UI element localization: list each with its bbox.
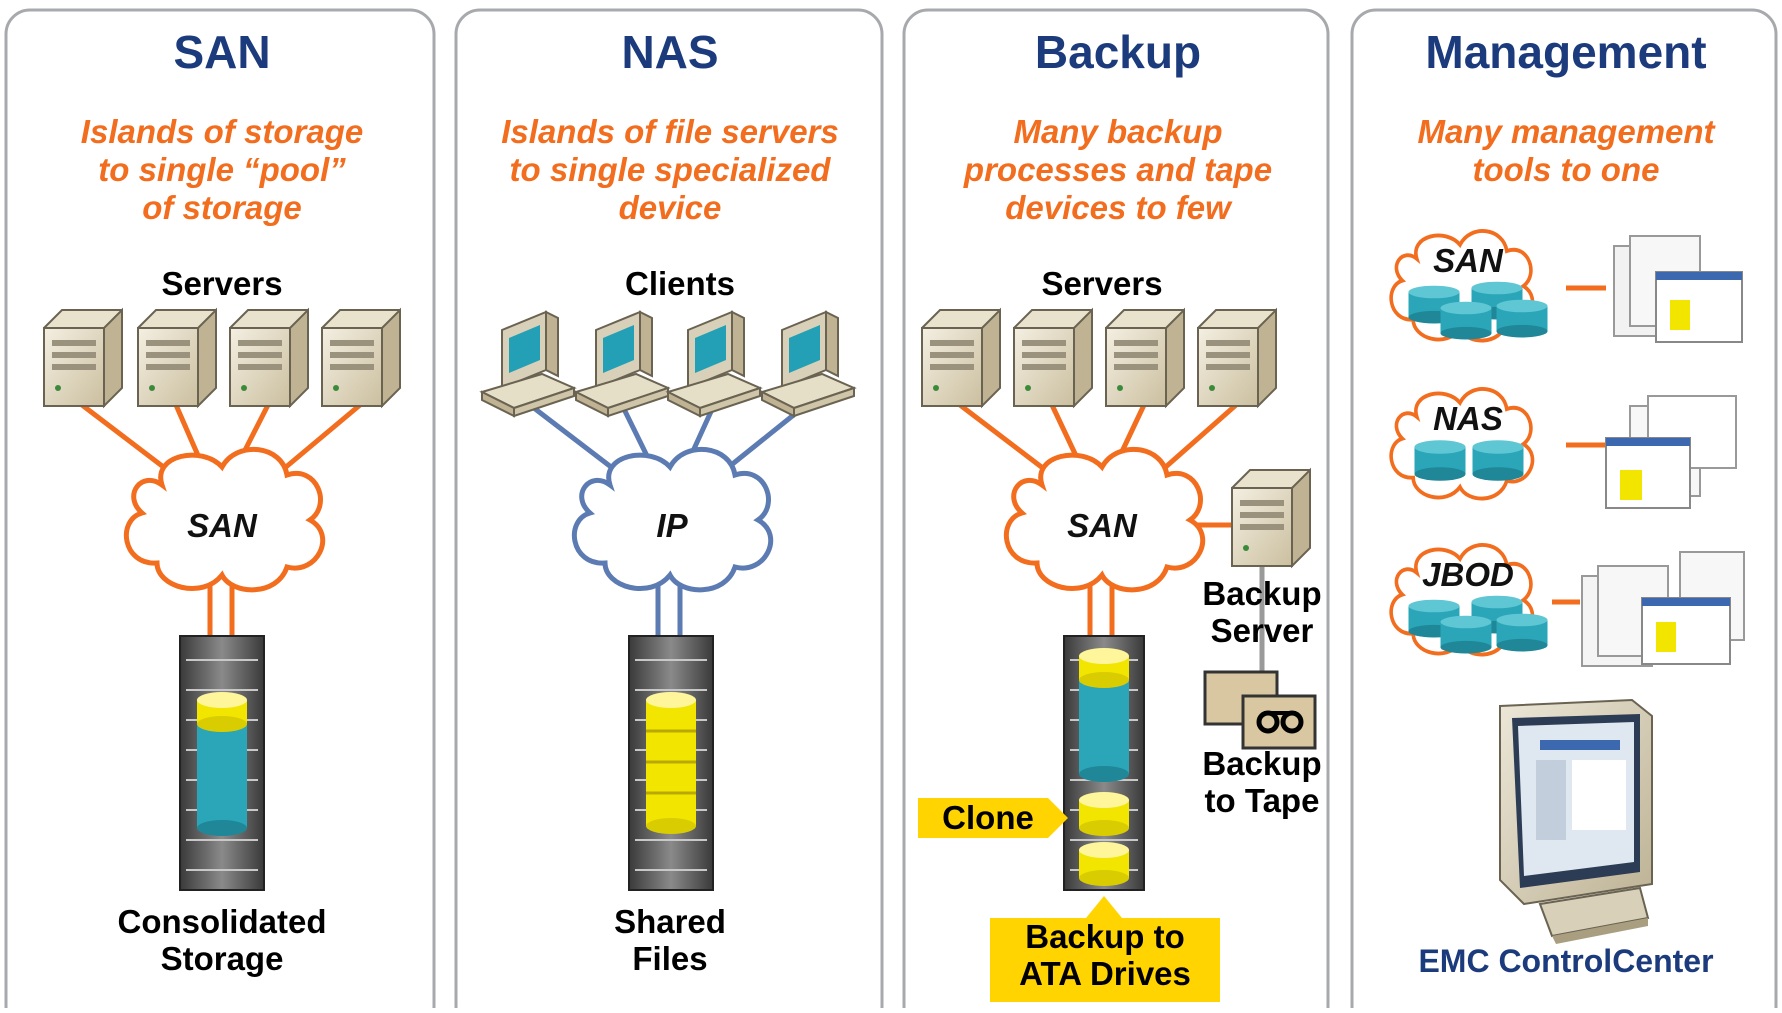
server-icon	[921, 309, 1001, 407]
panel-title: Backup	[1035, 26, 1201, 78]
clients-label: Clients	[625, 265, 735, 302]
panel-subtitle-line: Islands of storage	[81, 113, 363, 150]
cloud-label: IP	[656, 507, 688, 544]
server-icon	[321, 309, 401, 407]
backup-server-label: Server	[1211, 612, 1314, 649]
storage-label: Storage	[161, 940, 284, 977]
server-icon	[1105, 309, 1185, 407]
panel-nas: NAS Islands of file servers to single sp…	[481, 26, 855, 977]
backup-tape-label: Backup	[1202, 745, 1321, 782]
panel-subtitle-line: Many backup	[1013, 113, 1222, 150]
server-icon	[229, 309, 309, 407]
backup-server-icon	[1231, 469, 1311, 567]
cloud-label: SAN	[1067, 507, 1138, 544]
ata-disk-icon	[1079, 842, 1129, 886]
product-label: EMC ControlCenter	[1418, 943, 1713, 979]
client-workstation-icon	[575, 311, 669, 417]
client-workstation-icon	[667, 311, 761, 417]
ata-label: ATA Drives	[1019, 955, 1191, 992]
server-icon	[1197, 309, 1277, 407]
panel-subtitle-line: processes and tape	[963, 151, 1272, 188]
panel-nas-frame	[454, 8, 884, 1013]
panel-title: Management	[1425, 26, 1706, 78]
monitor-icon	[1499, 698, 1653, 944]
panel-subtitle-line: device	[619, 189, 722, 226]
backup-server-label: Backup	[1202, 575, 1321, 612]
san-links	[80, 403, 362, 640]
management-tool-windows-icon	[1605, 395, 1737, 509]
nas-device-icon	[628, 635, 714, 891]
panel-subtitle-line: to single specialized	[510, 151, 832, 188]
server-icon	[1013, 309, 1093, 407]
clone-disk-icon	[1079, 792, 1129, 836]
panel-san: SAN Islands of storage to single “pool” …	[43, 26, 401, 977]
panel-title: NAS	[621, 26, 718, 78]
server-icon	[43, 309, 123, 407]
tape-drive-icon	[1203, 670, 1317, 750]
servers-label: Servers	[161, 265, 282, 302]
clone-label: Clone	[942, 799, 1034, 836]
cloud-label: JBOD	[1422, 556, 1514, 593]
shared-files-label: Shared	[614, 903, 726, 940]
clone-callout: Clone	[918, 798, 1068, 838]
panel-subtitle-line: of storage	[142, 189, 302, 226]
panel-subtitle-line: tools to one	[1473, 151, 1660, 188]
panel-san-frame	[4, 8, 436, 1013]
management-tool-windows-icon	[1613, 235, 1743, 343]
panel-management-frame	[1350, 8, 1778, 1013]
panel-backup-frame	[902, 8, 1330, 1013]
tool-links	[1552, 285, 1606, 605]
panel-backup: Backup Many backup processes and tape de…	[918, 26, 1322, 1002]
cloud-label: SAN	[187, 507, 258, 544]
storage-label: Consolidated	[117, 903, 326, 940]
panel-subtitle-line: Many management	[1417, 113, 1716, 150]
client-workstation-icon	[481, 311, 575, 417]
servers-label: Servers	[1041, 265, 1162, 302]
panel-management: Management Many management tools to one …	[1389, 26, 1745, 979]
panel-title: SAN	[173, 26, 270, 78]
backup-tape-label: to Tape	[1205, 782, 1320, 819]
storage-array-icon	[179, 635, 265, 891]
client-workstation-icon	[761, 311, 855, 417]
management-tool-windows-icon	[1581, 551, 1745, 667]
cloud-label: NAS	[1433, 400, 1503, 437]
shared-files-label: Files	[632, 940, 707, 977]
panel-subtitle-line: devices to few	[1005, 189, 1233, 226]
panel-subtitle-line: to single “pool”	[98, 151, 346, 188]
server-icon	[137, 309, 217, 407]
panel-subtitle-line: Islands of file servers	[501, 113, 839, 150]
cloud-label: SAN	[1433, 242, 1504, 279]
ata-callout: Backup to ATA Drives	[990, 896, 1220, 1002]
ata-label: Backup to	[1025, 918, 1185, 955]
